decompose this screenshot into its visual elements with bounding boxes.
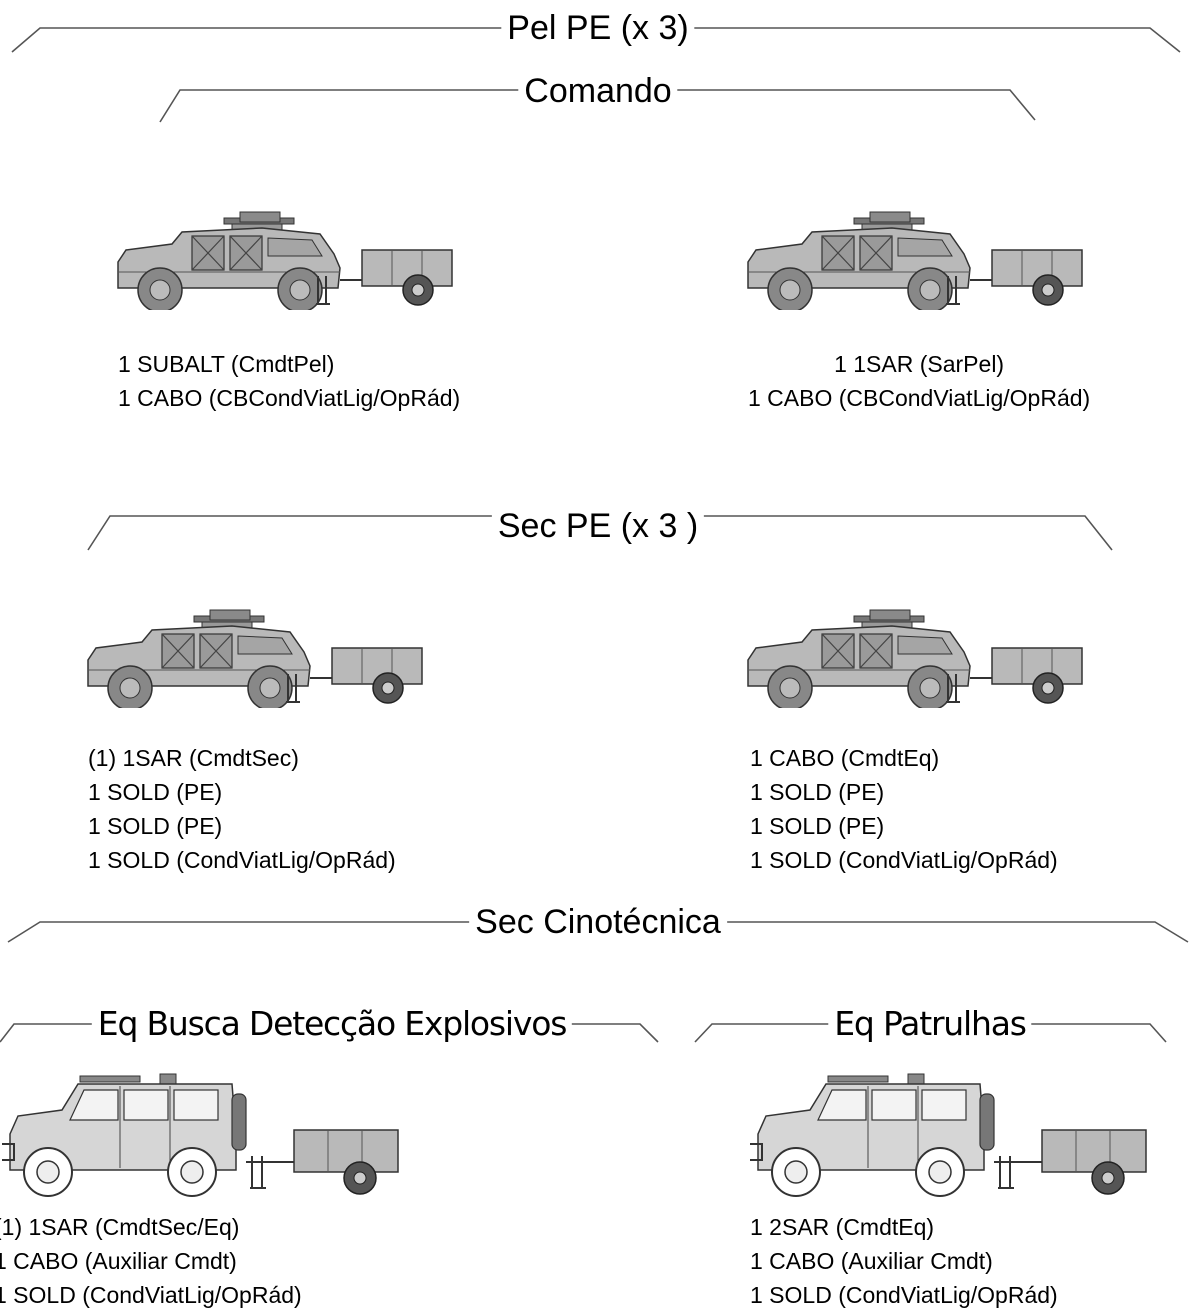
heading-command: Comando <box>518 71 678 111</box>
humvee-with-trailer-icon <box>87 609 423 708</box>
crew-line: 1 CABO (Auxiliar Cmdt) <box>0 1248 237 1274</box>
heading-section: Sec PE (x 3 ) <box>491 506 705 546</box>
crew-line: 1 SOLD (PE) <box>750 779 885 805</box>
crew-list-sec-left: (1) 1SAR (CmdtSec) 1 SOLD (PE) 1 SOLD (P… <box>88 741 396 877</box>
crew-line: 1 1SAR (SarPel) <box>834 351 1005 377</box>
crew-line: 1 SOLD (CondViatLig/OpRád) <box>750 1282 1058 1308</box>
crew-line: 1 SOLD (CondViatLig/OpRád) <box>0 1282 302 1308</box>
crew-line: (1) 1SAR (CmdtSec/Eq) <box>0 1214 240 1240</box>
crew-list-cmd-right: 1 1SAR (SarPel) 1 CABO (CBCondViatLig/Op… <box>748 347 1090 415</box>
crew-line: 1 CABO (CBCondViatLig/OpRád) <box>748 385 1091 411</box>
heading-platoon: Pel PE (x 3) <box>501 8 695 48</box>
crew-list-cmd-left: 1 SUBALT (CmdtPel) 1 CABO (CBCondViatLig… <box>118 347 460 415</box>
crew-line: 1 2SAR (CmdtEq) <box>750 1214 935 1240</box>
humvee-with-trailer-icon <box>117 211 453 310</box>
crew-line: 1 SOLD (CondViatLig/OpRád) <box>88 847 396 873</box>
crew-list-k9-right: 1 2SAR (CmdtEq) 1 CABO (Auxiliar Cmdt) 1… <box>750 1210 1058 1312</box>
heading-explosives-team: Eq Busca Detecção Explosivos <box>91 1004 573 1044</box>
utility-vehicle-with-trailer-icon <box>1 1073 399 1197</box>
crew-line: 1 SOLD (PE) <box>88 813 223 839</box>
crew-line: 1 SOLD (CondViatLig/OpRád) <box>750 847 1058 873</box>
crew-list-sec-right: 1 CABO (CmdtEq) 1 SOLD (PE) 1 SOLD (PE) … <box>750 741 1058 877</box>
utility-vehicle-with-trailer-icon <box>749 1073 1147 1197</box>
crew-line: 1 CABO (CBCondViatLig/OpRád) <box>118 385 461 411</box>
crew-line: 1 CABO (Auxiliar Cmdt) <box>750 1248 993 1274</box>
crew-line: 1 SOLD (PE) <box>750 813 885 839</box>
crew-line: 1 SOLD (PE) <box>88 779 223 805</box>
crew-line: 1 CABO (CmdtEq) <box>750 745 940 771</box>
crew-line: (1) 1SAR (CmdtSec) <box>88 745 299 771</box>
heading-patrol-team: Eq Patrulhas <box>828 1004 1032 1044</box>
crew-list-k9-left: (1) 1SAR (CmdtSec/Eq) 1 CABO (Auxiliar C… <box>0 1210 302 1312</box>
heading-k9-section: Sec Cinotécnica <box>469 902 727 942</box>
humvee-with-trailer-icon <box>747 211 1083 310</box>
crew-line: 1 SUBALT (CmdtPel) <box>118 351 335 377</box>
humvee-with-trailer-icon <box>747 609 1083 708</box>
